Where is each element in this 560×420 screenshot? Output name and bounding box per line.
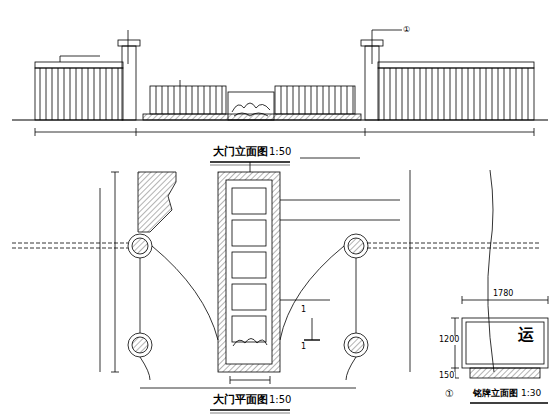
drawing-stroke xyxy=(40,68,41,120)
drawing-stroke xyxy=(106,68,107,120)
drawing-stroke xyxy=(528,68,529,120)
drawing-stroke xyxy=(474,68,475,120)
drawing-stroke xyxy=(444,68,445,120)
drawing-stroke xyxy=(299,86,300,114)
plan-panel xyxy=(232,252,266,278)
drawing-stroke xyxy=(480,68,481,120)
drawing-stroke xyxy=(317,86,318,114)
drawing-stroke xyxy=(492,68,493,120)
drawing-stroke xyxy=(192,86,193,114)
plan-panel xyxy=(232,316,266,342)
drawing-stroke xyxy=(76,68,77,120)
drawing-stroke xyxy=(402,68,403,120)
drawing-stroke xyxy=(52,68,53,120)
nameplate-detail xyxy=(451,296,548,403)
drawing-stroke xyxy=(432,68,433,120)
dimension: 1200 xyxy=(438,336,460,345)
callout-number: ① xyxy=(402,26,411,35)
drawing-stroke xyxy=(438,68,439,120)
gate-plan xyxy=(12,158,540,413)
drawing-stroke xyxy=(112,68,113,120)
drawing-stroke xyxy=(420,68,421,120)
sign-text: 运 xyxy=(517,326,535,344)
drawing-stroke xyxy=(58,68,59,120)
drawing-stroke xyxy=(70,68,71,120)
plan-panel xyxy=(232,188,266,214)
drawing-stroke xyxy=(414,68,415,120)
drawing-stroke xyxy=(94,68,95,120)
drawing-stroke xyxy=(323,86,324,114)
drawing-stroke xyxy=(408,68,409,120)
drawing-stroke xyxy=(341,86,342,114)
drawing-stroke xyxy=(46,68,47,120)
drawing-stroke xyxy=(510,68,511,120)
drawing-stroke xyxy=(204,86,205,114)
drawing-stroke xyxy=(522,68,523,120)
scale: 1:50 xyxy=(268,146,292,157)
view-title: 大门立面图 xyxy=(212,146,269,158)
drawing-stroke xyxy=(456,68,457,120)
drawing-stroke xyxy=(198,86,199,114)
gate-elevation xyxy=(12,30,548,165)
drawing-stroke xyxy=(281,86,282,114)
drawing-stroke xyxy=(384,68,385,120)
drawing-stroke xyxy=(174,86,175,114)
drawing-stroke xyxy=(64,68,65,120)
callout-number: ① xyxy=(444,388,455,399)
drawing-stroke xyxy=(462,68,463,120)
drawing-stroke xyxy=(504,68,505,120)
view-title: 大门平面图 xyxy=(212,394,269,406)
dimension: 150 xyxy=(438,372,455,381)
drawing-stroke xyxy=(450,68,451,120)
drawing-stroke xyxy=(516,68,517,120)
drawing-stroke xyxy=(486,68,487,120)
drawing-stroke xyxy=(390,68,391,120)
drawing-stroke xyxy=(353,86,354,114)
section-mark: 1 xyxy=(300,306,307,315)
scale: 1:50 xyxy=(268,394,292,405)
drawing-stroke xyxy=(329,86,330,114)
drawing-stroke xyxy=(305,86,306,114)
drawing-stroke xyxy=(210,86,211,114)
section-mark: 1 xyxy=(300,343,307,352)
drawing-stroke xyxy=(88,68,89,120)
drawing-stroke xyxy=(168,86,169,114)
drawing-stroke xyxy=(287,86,288,114)
drawing-stroke xyxy=(180,86,181,114)
dimension: 1780 xyxy=(492,290,514,299)
drawing-stroke xyxy=(498,68,499,120)
drawing-stroke xyxy=(186,86,187,114)
drawing-stroke xyxy=(156,86,157,114)
plan-panel xyxy=(232,284,266,310)
drawing-stroke xyxy=(222,86,223,114)
drawing-stroke xyxy=(468,68,469,120)
drawing-stroke xyxy=(347,86,348,114)
view-title: 铭牌立面图 xyxy=(472,389,519,399)
drawing-stroke xyxy=(426,68,427,120)
drawing-stroke xyxy=(311,86,312,114)
drawing-stroke xyxy=(335,86,336,114)
drawing-stroke xyxy=(216,86,217,114)
drawing-stroke xyxy=(293,86,294,114)
drawing-stroke xyxy=(162,86,163,114)
drawing-stroke xyxy=(118,68,119,120)
drawing-stroke xyxy=(100,68,101,120)
drawing-stroke xyxy=(82,68,83,120)
scale: 1:30 xyxy=(520,389,542,399)
drawing-stroke xyxy=(396,68,397,120)
plan-panel xyxy=(232,220,266,246)
